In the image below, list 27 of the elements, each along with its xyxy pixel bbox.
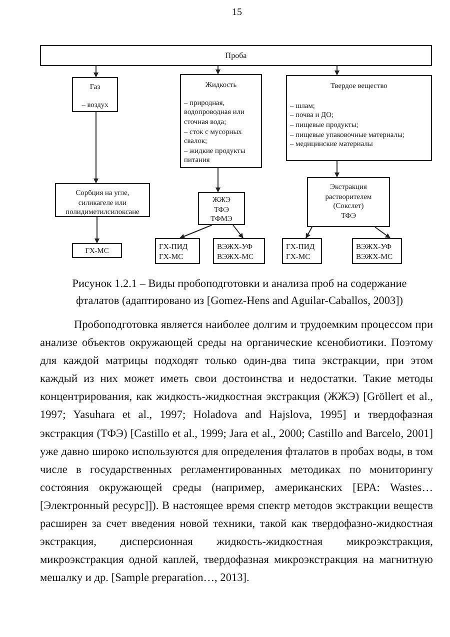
arrow (306, 226, 312, 238)
arrow (232, 224, 244, 238)
arrow (334, 160, 340, 178)
process-box (72, 77, 118, 112)
arrow (216, 168, 220, 192)
process-box (282, 238, 322, 264)
arrow (216, 66, 220, 74)
process-box (72, 243, 122, 258)
process-box (352, 238, 402, 264)
process-box (286, 75, 432, 161)
arrow (374, 226, 390, 238)
process-box (180, 74, 262, 168)
arrow (180, 224, 212, 239)
process-box (198, 192, 245, 225)
process-box (40, 45, 432, 66)
arrow (334, 66, 340, 76)
process-box (307, 177, 390, 227)
node-text: Проба (224, 51, 248, 62)
body-paragraph: Пробоподготовка является наиболее долгим и трудоемким процессом при анализе объектов окружающей среды на органические ксенобиотики. Поэтому для каждой матрицы подходят только один-два типа экстракции, при этом каждый из них может иметь свои достоинства и недостатки. Такие методы концентрирования, как жидкость-жидкостная экстракция (ЖЖЭ) [Gröllert et al., 1997; Yasuhara et al., 1997; Holadova and Hajslova, 1995] и твердофазная экстракция (ТФЭ) [Castillo et al., 1999; Jara et al., 2000; Castillo and Barcelo, 2001] уже давно широко используются для определения фталатов в пробах воды, в том числе в государственных регламентированных методиках по мониторингу состояния окружающей среды (например, американских [EPA: Wastes…[Электронный ресурс]]). В настоящее время спектр методов экстракции веществ расширен за счет введения новой техники, такой как твердофазно-жидкостная экстракция, дисперсионная жидкость-жидкостная микроэкстракция, микроэкстракция одной каплей, твердофазная микроэкстракция на магнитную мешалку и др. [Sample preparation…, 2013]. (40, 318, 433, 586)
process-box (155, 238, 200, 264)
arrow (94, 112, 98, 184)
process-box (213, 238, 265, 264)
process-box (55, 183, 150, 217)
arrow (94, 216, 100, 244)
arrow (94, 66, 98, 78)
page-number: 15 (231, 7, 243, 19)
figure-caption: Рисунок 1.2.1 – Виды пробоподготовки и анализа проб на содержание фталатов (адаптировано из [Gomez-Hens and Aguilar-Caballos, 2003]) (71, 277, 408, 309)
